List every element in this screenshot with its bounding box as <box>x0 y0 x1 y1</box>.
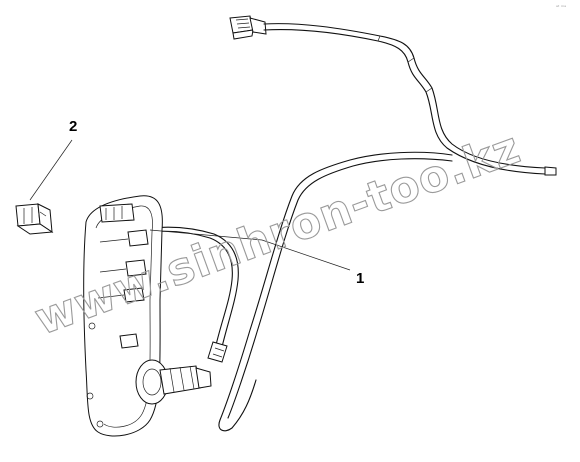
harness-connector <box>229 15 267 40</box>
callout-leader-1 <box>149 229 351 271</box>
callout-leader-2 <box>29 139 73 201</box>
wiring-harness <box>149 15 557 432</box>
callout-label-2: 2 <box>69 118 77 135</box>
bulb-socket <box>135 359 212 405</box>
fuse-part <box>15 203 54 235</box>
callout-label-1: 1 <box>356 270 364 287</box>
corner-mark: ᵃᵗ ᵐᵃ <box>556 5 566 11</box>
headlight-housing <box>83 195 212 437</box>
